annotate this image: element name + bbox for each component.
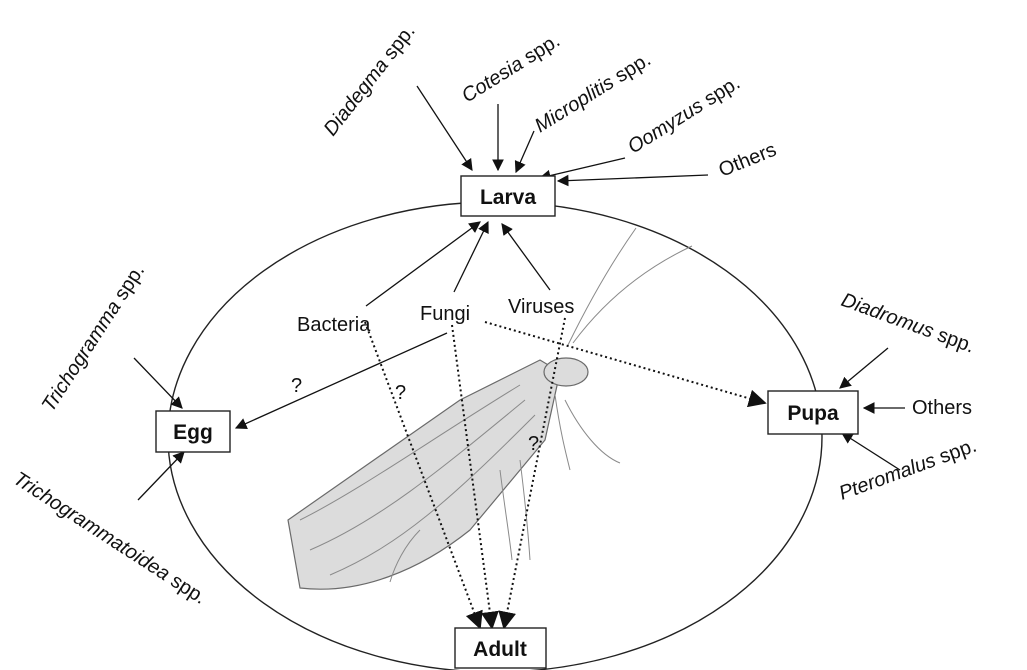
larva-label: Larva — [480, 186, 536, 209]
oomyzus-label: Oomyzus spp. — [624, 72, 744, 158]
pupa-label: Pupa — [787, 402, 839, 425]
larva-others-label: Others — [716, 139, 780, 182]
arrow-others-to-larva — [558, 175, 708, 181]
arrow-bacteria-to-larva — [366, 222, 480, 306]
arrow-fungi-to-larva — [454, 222, 488, 292]
viruses-label: Viruses — [508, 296, 574, 318]
moth-illustration — [288, 228, 692, 589]
diadromus-label: Diadromus spp. — [838, 289, 977, 358]
arrow-viruses-to-larva — [502, 224, 550, 290]
bacteria-label: Bacteria — [297, 314, 371, 336]
egg-label: Egg — [173, 421, 213, 444]
adult-label: Adult — [473, 638, 527, 661]
trichogrammatoidea-label: Trichogrammatoidea spp. — [9, 468, 210, 609]
unknown-mark-bacteria: ? — [395, 382, 406, 404]
trichogramma-label: Trichogramma spp. — [38, 260, 149, 415]
microplitis-label: Microplitis spp. — [531, 48, 655, 137]
arrow-trichogramma-to-egg — [134, 358, 182, 408]
diadegma-label: Diadegma spp. — [320, 21, 420, 141]
unknown-mark-egg: ? — [291, 375, 302, 397]
unknown-mark-viruses: ? — [528, 433, 539, 455]
pteromalus-label: Pteromalus spp. — [836, 435, 979, 505]
pupa-others-label: Others — [912, 397, 972, 419]
fungi-label: Fungi — [420, 303, 470, 325]
arrow-oomyzus-to-larva — [540, 158, 625, 178]
arrow-diadromus-to-pupa — [840, 348, 888, 388]
cotesia-label: Cotesia spp. — [458, 30, 564, 108]
arrow-fungi-to-egg — [236, 333, 447, 428]
arrow-microplitis-to-larva — [516, 131, 534, 172]
